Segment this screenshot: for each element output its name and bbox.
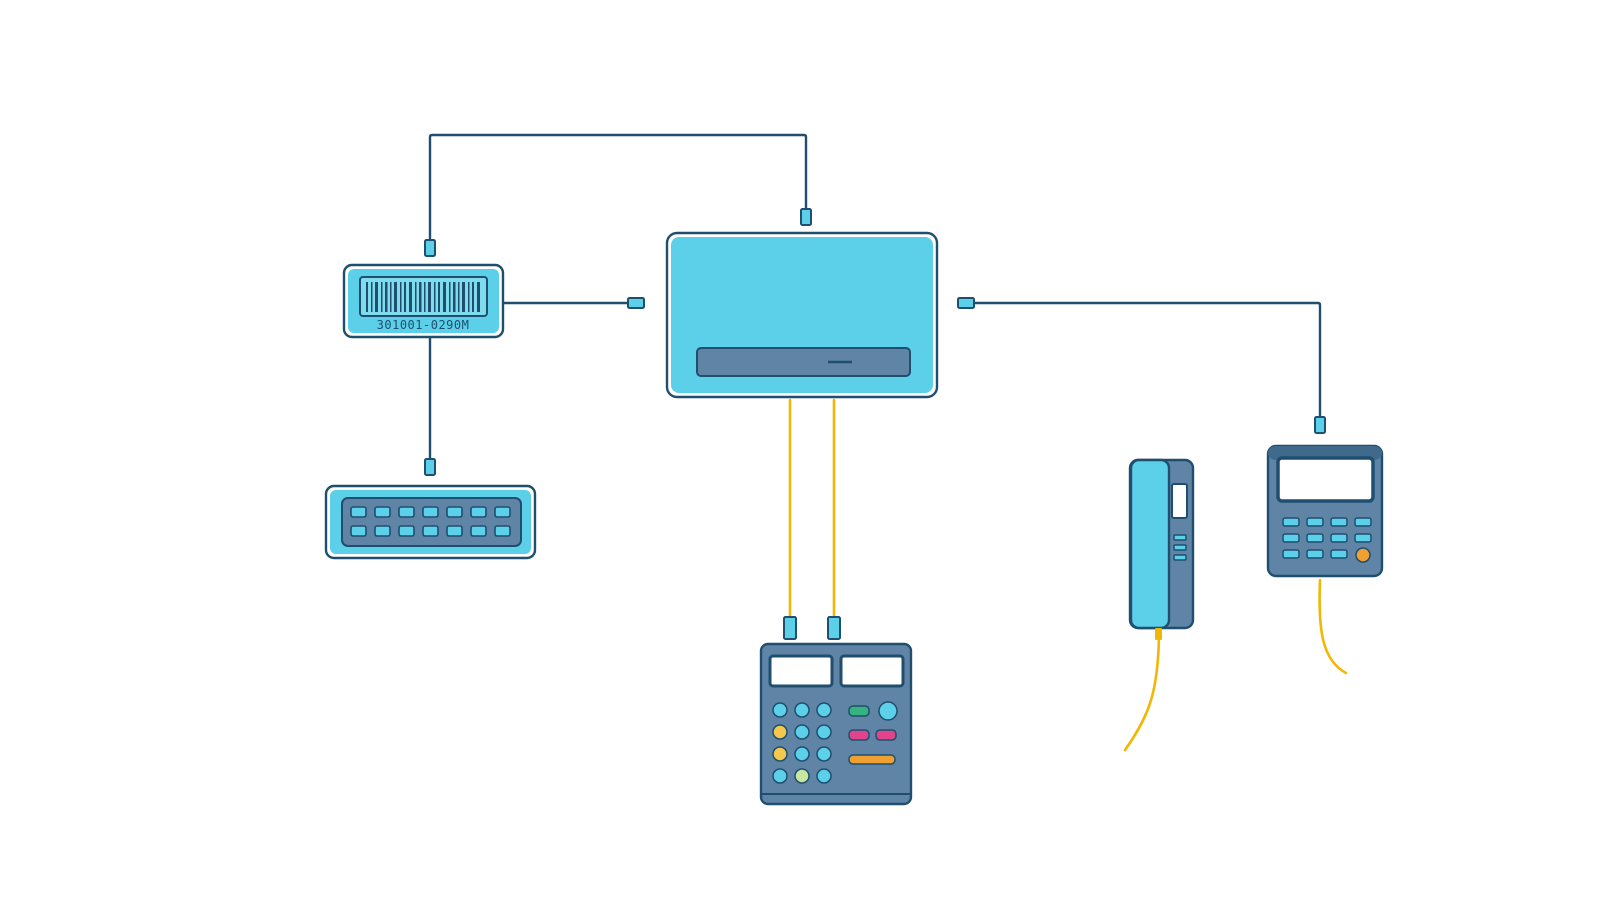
connector: [1314, 416, 1326, 434]
link-barcode-to-hub-top: [428, 133, 808, 247]
yellow-cables: [788, 398, 1348, 752]
link-hub-to-terminal: [967, 301, 1322, 422]
central-hub[interactable]: [665, 231, 939, 399]
terminal-keypad: [1282, 517, 1372, 563]
pos-screen-left: [768, 654, 834, 688]
handheld-scanner[interactable]: [1128, 458, 1195, 640]
barcode-window: [359, 276, 488, 317]
handheld-window: [1171, 483, 1188, 519]
barcode-label: 301001-0290M: [377, 318, 470, 332]
terminal-screen: [1276, 456, 1375, 503]
connector: [1155, 628, 1162, 640]
keyboard[interactable]: [324, 484, 537, 560]
barcode-reader[interactable]: 301001-0290M: [342, 263, 505, 339]
connector: [827, 616, 841, 640]
payment-terminal[interactable]: [1266, 444, 1384, 578]
connector: [783, 616, 797, 640]
barcode-bars: [366, 282, 480, 312]
connector: [800, 208, 812, 226]
connector: [957, 297, 975, 309]
hub-display-slot: [696, 347, 911, 377]
connector: [627, 297, 645, 309]
pos-terminal[interactable]: [759, 616, 913, 806]
connection-lines: [428, 133, 1322, 461]
pos-keypad: [772, 701, 898, 784]
pos-screen-right: [839, 654, 905, 688]
keyboard-keys: [350, 506, 511, 537]
connectors: [424, 208, 1326, 476]
cable-handheld: [1123, 634, 1161, 752]
cable-terminal: [1318, 578, 1348, 675]
connector: [424, 458, 436, 476]
connector: [424, 239, 436, 257]
